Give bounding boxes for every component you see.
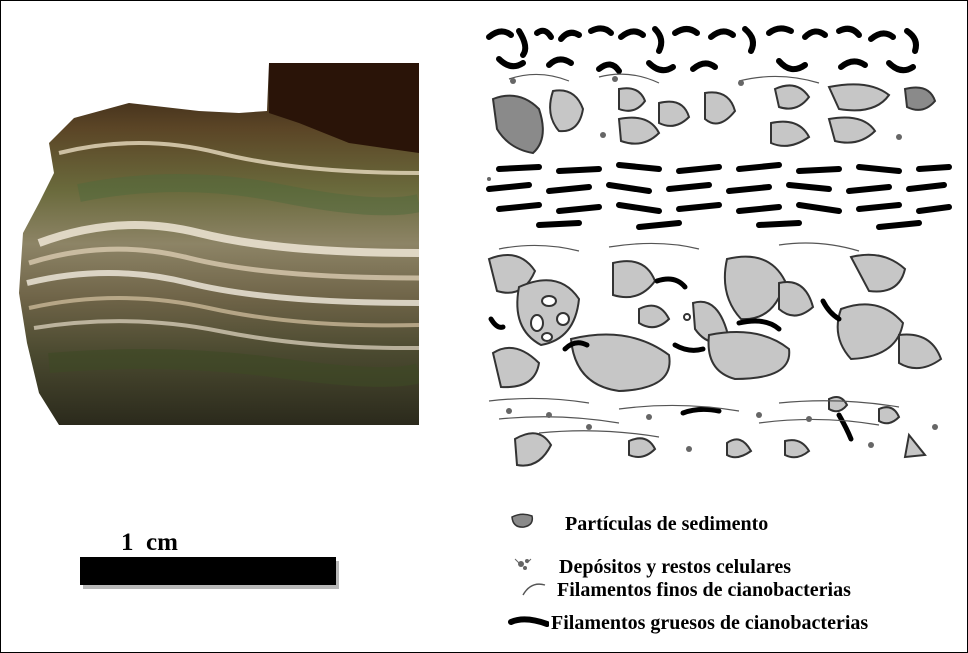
scale-label: 1 cm [121, 529, 178, 557]
top-thick-filament-layer [489, 28, 916, 71]
sediment-particle-icon [509, 512, 549, 535]
middle-thick-filament-layer [489, 165, 949, 227]
legend-label-sediment: Partículas de sedimento [565, 514, 768, 534]
scale-bar [80, 557, 336, 585]
upper-sediment-particles [493, 84, 935, 153]
legend-item-sediment: Partículas de sedimento [509, 512, 768, 535]
legend-item-thick-filaments: Filamentos gruesos de cianobacterias [505, 610, 868, 635]
legend-label-deposits: Depósitos y restos celulares [559, 557, 791, 577]
legend-label-thin-filaments: Filamentos finos de cianobacterias [557, 580, 851, 600]
lower-sediment-particles [489, 255, 941, 466]
cell-deposit-icon [511, 555, 547, 578]
thin-filament-icon [509, 577, 549, 602]
thick-filament-icon [505, 610, 549, 635]
mat-layers-diagram [479, 19, 961, 481]
legend-item-deposits: Depósitos y restos celulares [511, 555, 791, 578]
legend-label-thick-filaments: Filamentos gruesos de cianobacterias [551, 613, 868, 633]
legend-item-thin-filaments: Filamentos finos de cianobacterias [509, 577, 851, 602]
microbial-mat-photo [19, 63, 419, 425]
